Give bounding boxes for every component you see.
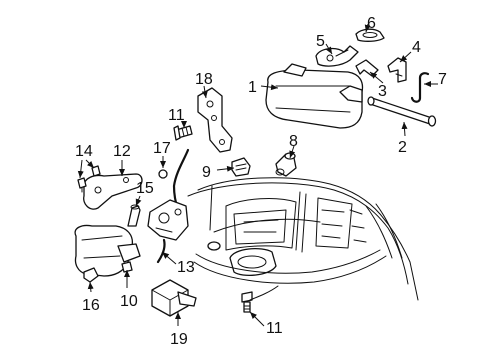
part-rod (367, 96, 437, 127)
leader-3 (369, 71, 384, 84)
part-bracket-4 (387, 57, 407, 83)
part-bumper-8 (275, 152, 297, 177)
callout-5: 5 (316, 33, 325, 50)
leader-15 (135, 195, 142, 207)
leader-4 (399, 51, 412, 63)
callout-1: 1 (248, 79, 257, 96)
part-fasteners-14 (77, 165, 101, 193)
callout-8: 8 (289, 133, 298, 150)
callout-3: 3 (378, 83, 387, 100)
leader-8 (289, 145, 296, 159)
callout-11-upper: 11 (168, 107, 185, 124)
callout-6: 6 (367, 15, 376, 32)
leader-11-lower (249, 311, 265, 327)
leader-9 (216, 165, 235, 172)
callout-labels: 1 2 3 4 5 6 7 8 9 10 11 11 12 13 14 15 1… (75, 15, 447, 348)
part-bolt-11-upper (173, 125, 193, 141)
part-motor-19 (151, 279, 197, 317)
part-clip-16 (83, 267, 99, 283)
callout-10: 10 (120, 293, 138, 310)
callout-19: 19 (170, 331, 188, 348)
callout-16: 16 (82, 297, 100, 314)
callout-9: 9 (202, 164, 211, 181)
leader-5 (325, 43, 333, 55)
callout-2: 2 (398, 139, 407, 156)
leader-14-b (85, 159, 95, 169)
leader-18 (201, 85, 208, 99)
part-handle (265, 63, 364, 129)
part-bracket-12 (83, 173, 143, 210)
leader-6 (364, 23, 371, 33)
leader-14-a (77, 159, 84, 179)
leader-13 (161, 251, 177, 265)
part-hose-15 (127, 204, 141, 227)
part-bolt-11-lower (241, 291, 253, 313)
part-hinge-18 (197, 87, 233, 153)
leader-2 (401, 121, 408, 137)
callout-4: 4 (412, 39, 421, 56)
part-cap-17 (158, 169, 168, 179)
callout-13: 13 (177, 259, 195, 276)
part-clip-3 (355, 59, 379, 77)
callout-11-lower: 11 (266, 320, 283, 337)
part-latch-13 (147, 148, 190, 264)
leader-1 (260, 84, 279, 91)
vehicle-rear-body (187, 177, 419, 301)
part-reservoir-10 (74, 224, 141, 277)
part-connector-9 (231, 157, 251, 177)
callout-12: 12 (113, 143, 131, 160)
part-grommet-6 (355, 28, 385, 42)
leader-16 (87, 281, 94, 293)
leader-lines (77, 23, 438, 327)
callout-7: 7 (438, 71, 447, 88)
callout-18: 18 (195, 71, 213, 88)
callout-15: 15 (136, 180, 154, 197)
part-hook-7 (410, 72, 430, 103)
callout-17: 17 (153, 140, 171, 157)
callout-14: 14 (75, 143, 93, 160)
